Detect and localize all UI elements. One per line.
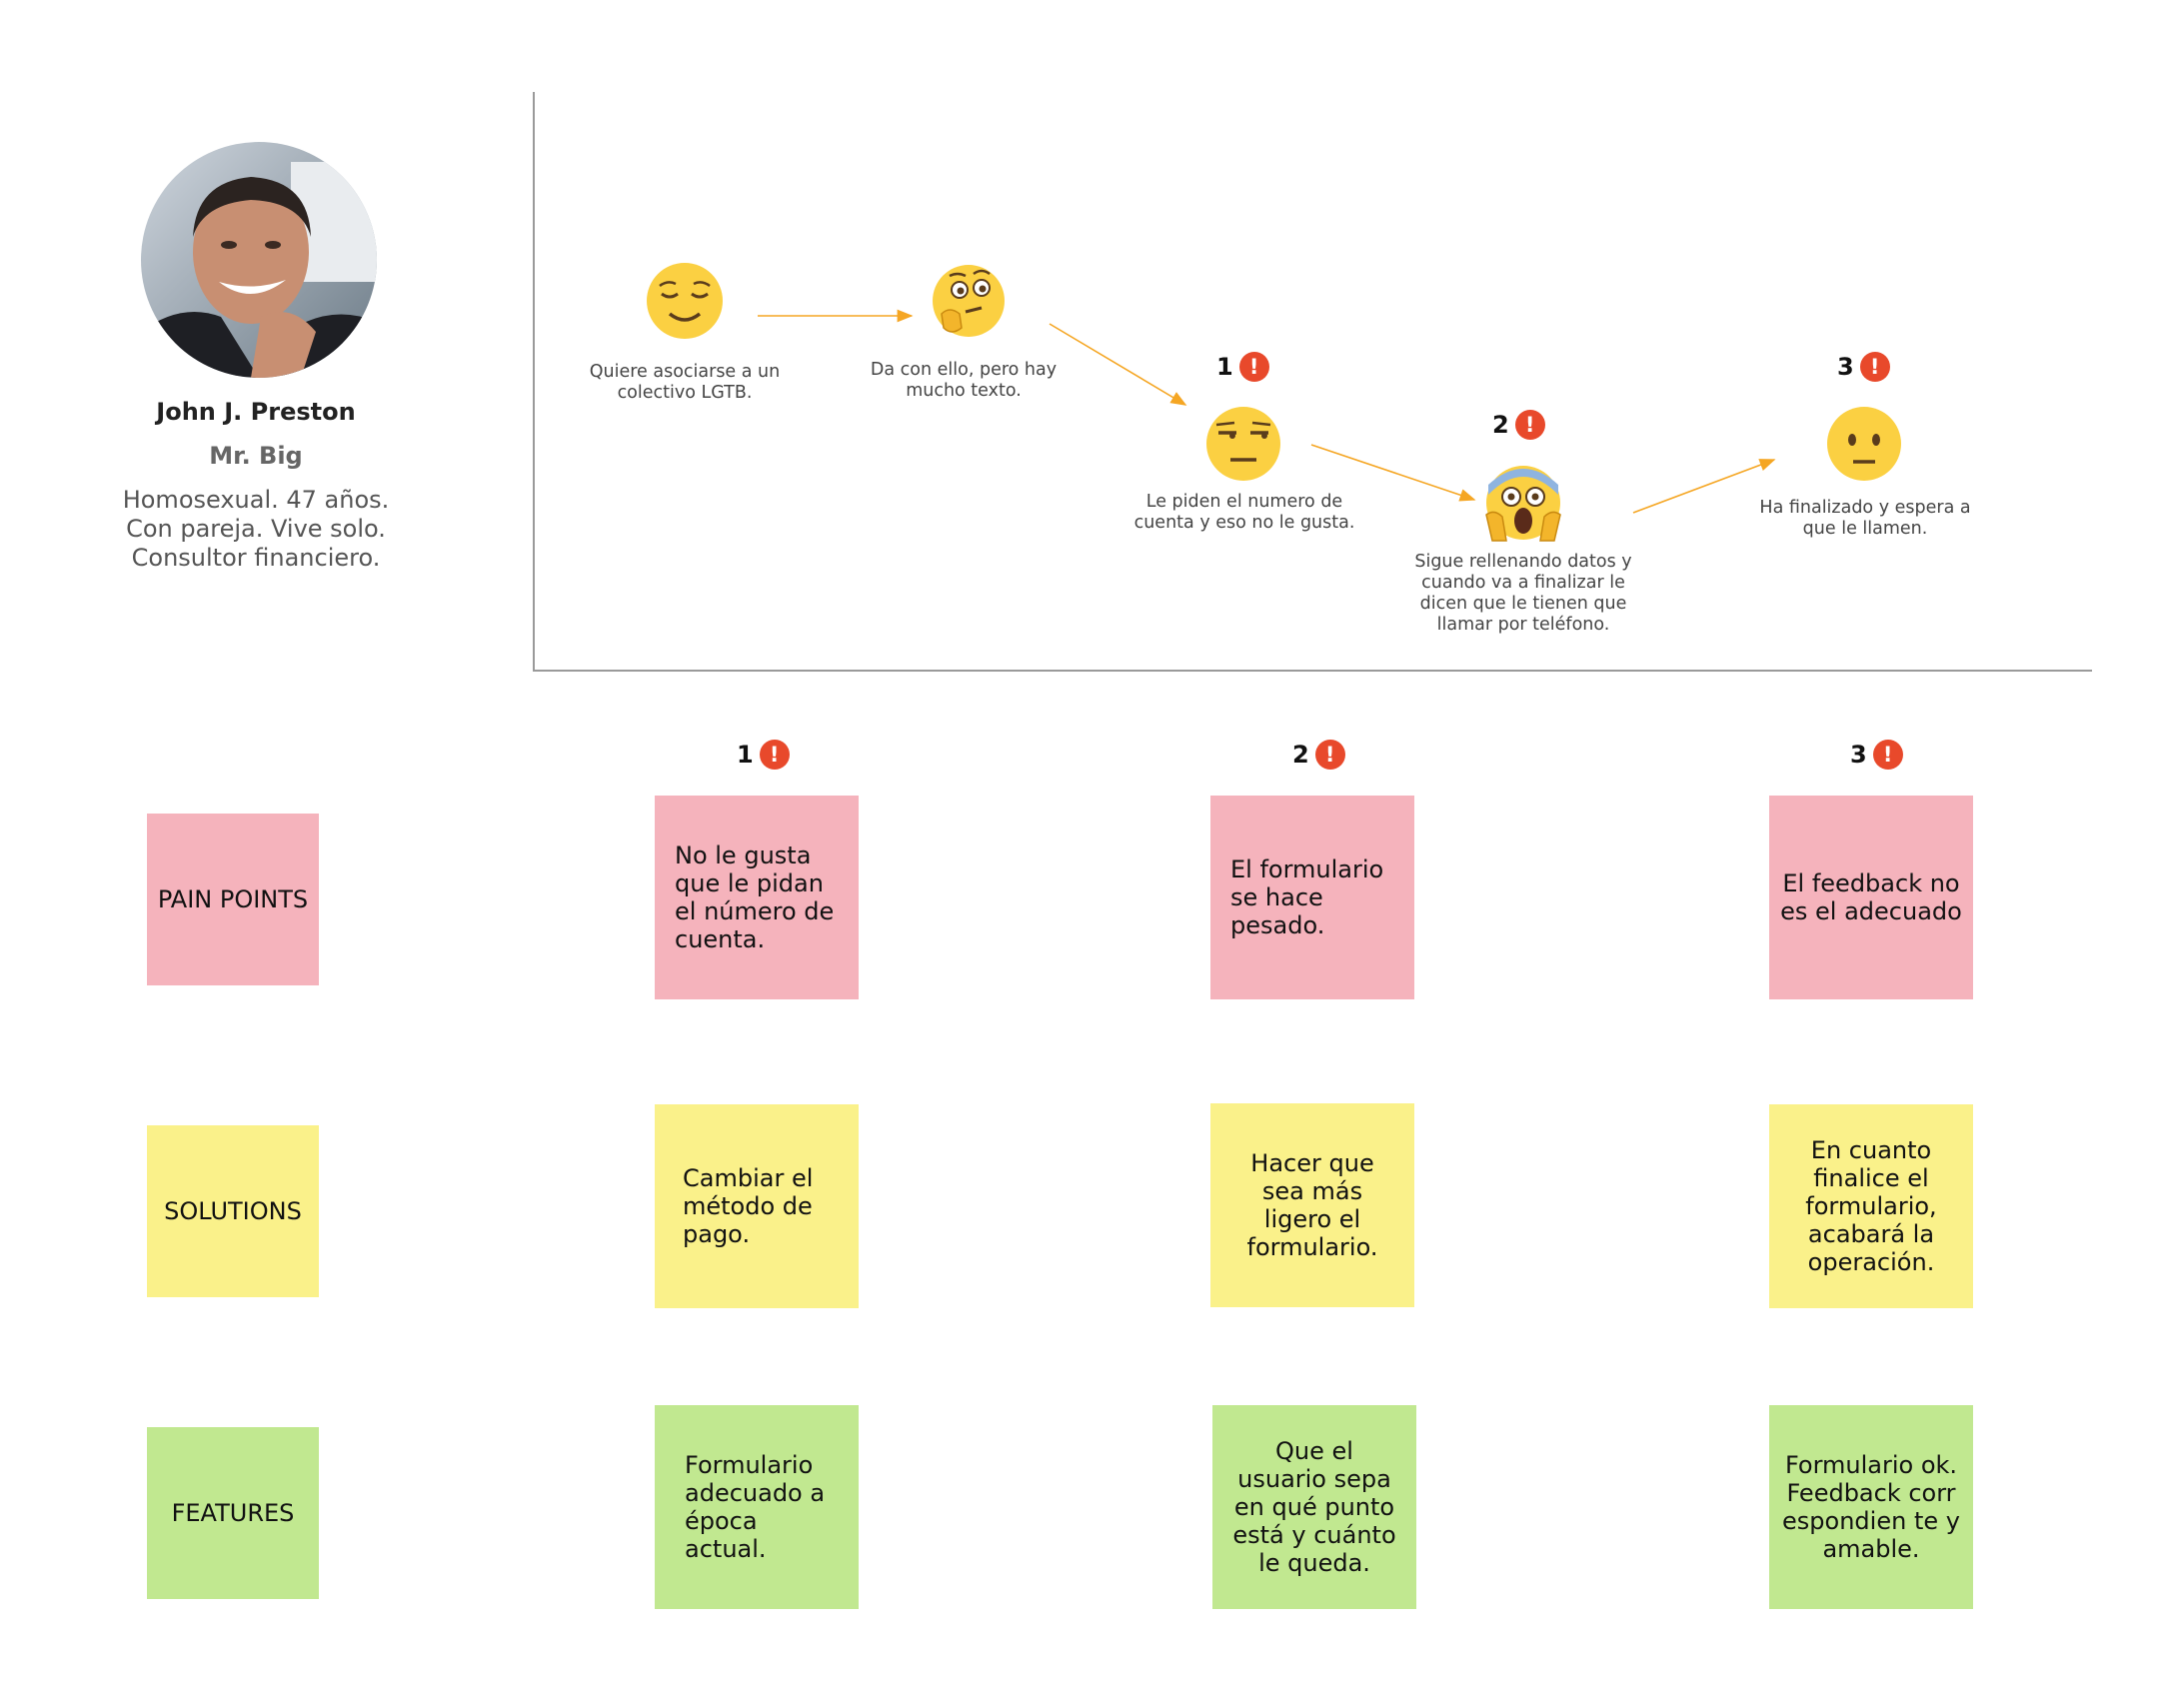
alert-icon: ! (1514, 410, 1545, 440)
step-text: Da con ello, pero hay mucho texto. (834, 360, 1093, 402)
solution-note: Cambiar el método de pago. (655, 1104, 859, 1308)
alert-icon: ! (1859, 352, 1890, 382)
journey-arrow (1310, 444, 1476, 502)
journey-arrow (1632, 459, 1776, 514)
step-text-line: Da con ello, pero hay (870, 360, 1058, 380)
step-text-line: Ha finalizado y espera a (1759, 498, 1971, 518)
column-badge-number: 2 (1292, 741, 1309, 769)
relieved-face-icon (647, 263, 723, 339)
column-badge-number: 1 (737, 741, 754, 769)
note-text: Cambiar el método de pago. (683, 1164, 814, 1248)
pain-badge: 1 ! (1216, 352, 1269, 382)
persona-name: John J. Preston (156, 398, 356, 426)
step-text: Ha finalizado y espera a que le llamen. (1735, 498, 1995, 540)
step-text-line: que le llamen. (1802, 519, 1928, 539)
persona-description-line: Consultor financiero. (131, 544, 381, 572)
step-text-line: mucho texto. (906, 381, 1022, 401)
solution-note: Hacer que sea más ligero el formulario. (1210, 1103, 1414, 1307)
persona-description-line: Con pareja. Vive solo. (126, 515, 386, 543)
alert-icon: ! (1238, 352, 1269, 382)
row-label-features: FEATURES (147, 1427, 319, 1599)
step-text: Sigue rellenando datos y cuando va a fin… (1393, 552, 1653, 636)
alert-icon: ! (1872, 740, 1903, 770)
step-text: Le piden el numero de cuenta y eso no le… (1114, 492, 1374, 534)
pain-badge-number: 1 (1216, 353, 1233, 381)
step-text-line: Quiere asociarse a un (589, 362, 781, 382)
thinking-face-icon (933, 265, 1005, 337)
step-text-line: cuenta y eso no le gusta. (1133, 513, 1355, 533)
alert-icon: ! (1314, 740, 1345, 770)
pain-badge-number: 2 (1492, 411, 1509, 439)
pain-point-note: El formulario se hace pesado. (1210, 796, 1414, 999)
note-text: En cuanto finalice el formulario, acabar… (1805, 1136, 1937, 1276)
unamused-face-icon (1206, 407, 1280, 481)
alert-icon: ! (759, 740, 790, 770)
note-text: Formulario adecuado a época actual. (685, 1451, 826, 1563)
step-text-line: llamar por teléfono. (1436, 615, 1610, 635)
note-text: El feedback no es el adecuado (1780, 869, 1962, 925)
column-badge-number: 3 (1850, 741, 1867, 769)
note-text: No le gusta que le pidan el número de cu… (675, 842, 835, 953)
step-text-line: cuando va a finalizar le (1421, 573, 1625, 593)
neutral-face-icon (1827, 407, 1901, 481)
column-badge: 3 ! (1850, 740, 1903, 770)
feature-note: Formulario ok. Feedback correspondien te… (1769, 1405, 1973, 1609)
step-text-line: Sigue rellenando datos y (1414, 552, 1632, 572)
step-text-line: colectivo LGTB. (617, 383, 753, 403)
row-label-pain-points: PAIN POINTS (147, 814, 319, 985)
feature-note: Formulario adecuado a época actual. (655, 1405, 859, 1609)
solution-note: En cuanto finalice el formulario, acabar… (1769, 1104, 1973, 1308)
note-text: Hacer que sea más ligero el formulario. (1246, 1149, 1378, 1261)
step-text: Quiere asociarse a un colectivo LGTB. (555, 362, 815, 404)
persona-description: Homosexual. 47 años. Con pareja. Vive so… (70, 486, 442, 573)
journey-axis-horizontal (533, 670, 2092, 672)
pain-point-note: No le gusta que le pidan el número de cu… (655, 796, 859, 999)
note-text: Formulario ok. Feedback correspondien te… (1782, 1451, 1960, 1563)
pain-badge-number: 3 (1837, 353, 1854, 381)
pain-point-note: El feedback no es el adecuado (1769, 796, 1973, 999)
column-badge: 1 ! (737, 740, 790, 770)
row-label-solutions: SOLUTIONS (147, 1125, 319, 1297)
column-badge: 2 ! (1292, 740, 1345, 770)
journey-arrow (1049, 323, 1187, 406)
note-text: El formulario se hace pesado. (1230, 855, 1384, 939)
pain-badge: 3 ! (1837, 352, 1890, 382)
persona-nickname: Mr. Big (209, 442, 303, 470)
feature-note: Que el usuario sepa en qué punto está y … (1212, 1405, 1416, 1609)
step-text-line: dicen que le tienen que (1419, 594, 1627, 614)
pain-badge: 2 ! (1492, 410, 1545, 440)
journey-axis-vertical (533, 92, 535, 672)
step-text-line: Le piden el numero de (1145, 492, 1343, 512)
screaming-face-icon (1485, 466, 1561, 542)
note-text: Que el usuario sepa en qué punto está y … (1232, 1437, 1396, 1577)
persona-description-line: Homosexual. 47 años. (122, 486, 390, 514)
